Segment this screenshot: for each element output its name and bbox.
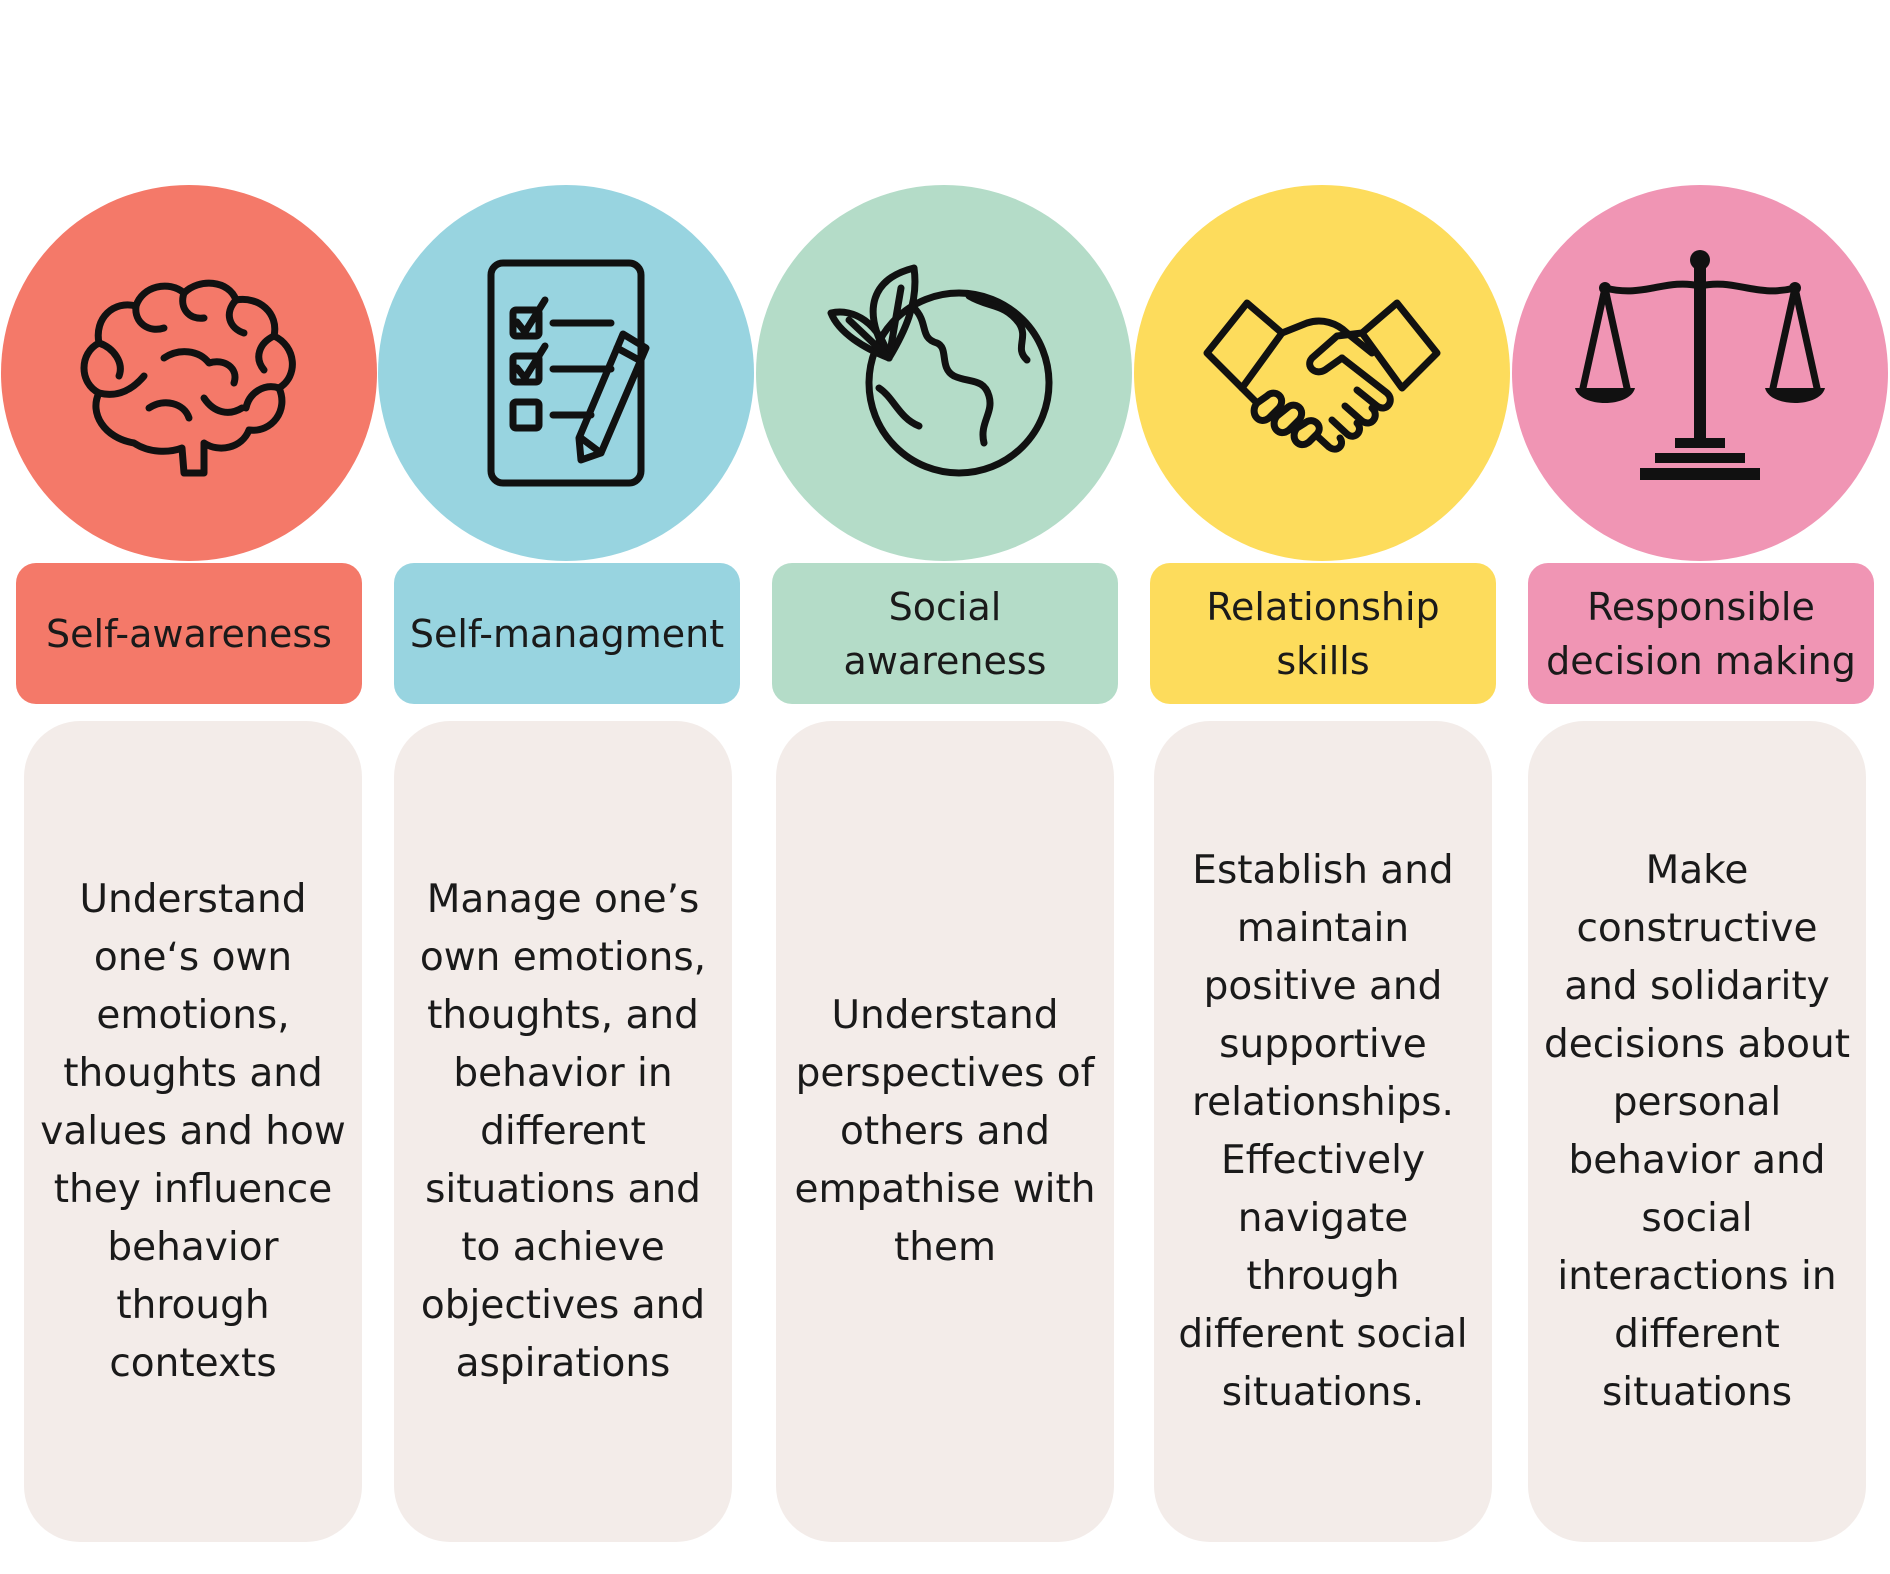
globe-plant-icon xyxy=(827,264,1053,477)
competency-label: Self-awareness xyxy=(16,563,362,704)
competency-description: Establish and maintain positive and supp… xyxy=(1154,721,1492,1542)
competency-description: Understand one‘s own emotions, thoughts … xyxy=(24,721,362,1542)
icon-circle xyxy=(1512,185,1888,561)
checklist-icon xyxy=(487,259,650,487)
competency-self-awareness: Self-awareness Understand one‘s own emot… xyxy=(0,0,378,1574)
competency-label: Relationship skills xyxy=(1150,563,1496,704)
competency-description: Manage one’s own emotions, thoughts, and… xyxy=(394,721,732,1542)
competency-responsible-decision-making: Responsible decision making Make constru… xyxy=(1512,0,1890,1574)
icon-circle xyxy=(1134,185,1510,561)
handshake-icon xyxy=(1203,299,1441,453)
scales-icon xyxy=(1575,250,1825,480)
competency-social-awareness: Social awareness Understand perspectives… xyxy=(756,0,1134,1574)
competency-self-management: Self-managment Manage one’s own emotions… xyxy=(378,0,756,1574)
brain-icon xyxy=(80,279,296,477)
icon-circle xyxy=(378,185,754,561)
competency-description: Make constructive and solidarity decisio… xyxy=(1528,721,1866,1542)
icon-circle xyxy=(1,185,377,561)
competency-label: Social awareness xyxy=(772,563,1118,704)
competency-label: Responsible decision making xyxy=(1528,563,1874,704)
icon-circle xyxy=(756,185,1132,561)
competency-relationship-skills: Relationship skills Establish and mainta… xyxy=(1134,0,1512,1574)
competency-label: Self-managment xyxy=(394,563,740,704)
competency-description: Understand perspectives of others and em… xyxy=(776,721,1114,1542)
